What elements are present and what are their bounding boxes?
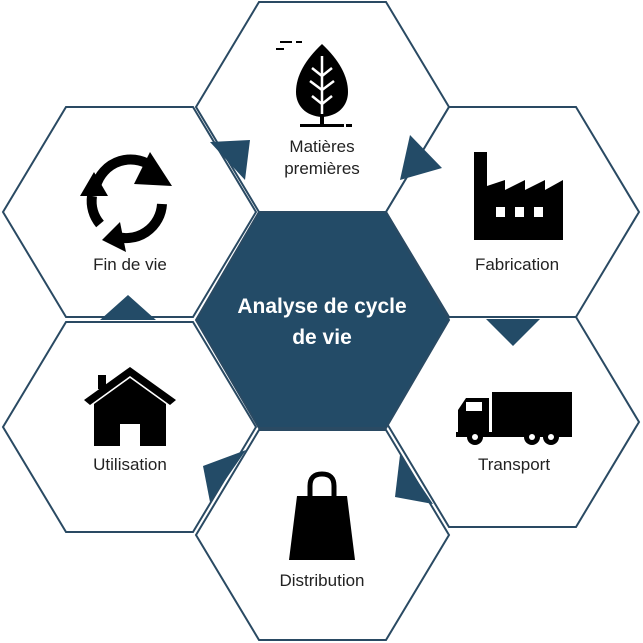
use-label: Utilisation (93, 455, 167, 474)
hex-center (194, 211, 451, 429)
center-title-line2: de vie (292, 326, 352, 349)
factory-icon (474, 152, 563, 240)
cycle-arrow-6 (210, 140, 250, 180)
cycle-arrow-3 (395, 455, 433, 504)
manufacturing-label: Fabrication (475, 255, 559, 274)
raw-materials-label-line1: Matières (289, 137, 354, 156)
hex-end-of-life (1, 106, 258, 318)
cycle-arrow-1 (400, 135, 442, 180)
shopping-bag-icon (289, 471, 355, 560)
house-icon (84, 367, 176, 446)
cycle-arrow-4 (203, 450, 246, 502)
cycle-arrow-2 (486, 319, 540, 346)
cycle-arrow-5 (100, 295, 156, 320)
distribution-label: Distribution (279, 571, 364, 590)
recycle-icon (80, 152, 172, 252)
leaf-icon (276, 41, 352, 127)
center-title-line1: Analyse de cycle (237, 295, 406, 318)
transport-label: Transport (478, 455, 550, 474)
raw-materials-label-line2: premières (284, 159, 360, 178)
end-of-life-label: Fin de vie (93, 255, 167, 274)
truck-icon (456, 392, 572, 445)
hex-use (1, 321, 258, 533)
